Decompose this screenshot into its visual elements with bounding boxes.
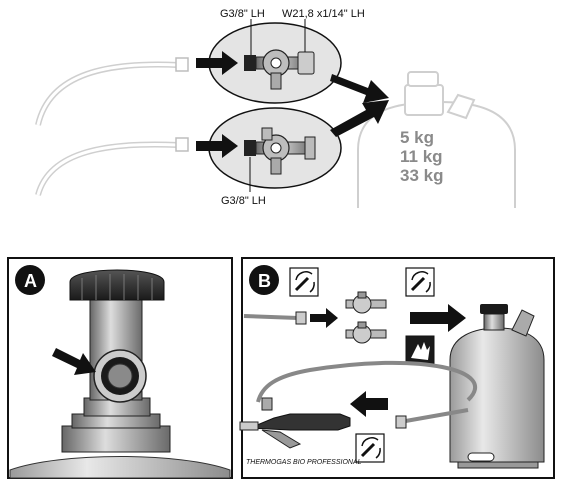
tighten-icon	[289, 267, 319, 297]
panel-a-cylinder-top	[9, 456, 231, 479]
panel-b-letter: B	[258, 271, 271, 291]
panel-a-arrow	[52, 348, 96, 375]
top-diagram: G3/8" LH W21,8 x1/14" LH G3/8" LH 5 kg 1…	[35, 8, 516, 208]
panel-b-hose-in	[243, 314, 299, 320]
arrow-into-upper	[196, 51, 238, 75]
panel-b-hose-out	[256, 360, 477, 403]
panel-b-arrow-3	[350, 391, 388, 417]
regulator-lower	[244, 127, 316, 175]
tighten-icon-2	[405, 267, 435, 297]
thread-label-top-right: W21,8 x1/14" LH	[282, 8, 365, 20]
arrow-to-cylinder-upper	[330, 74, 389, 103]
hose-upper-inner	[36, 63, 179, 126]
panel-a-collar	[61, 425, 171, 453]
panel-b-regulator-upper	[345, 291, 387, 314]
ghost-valve-body	[404, 84, 444, 116]
arrow-into-lower	[196, 134, 238, 158]
panel-a: A	[7, 257, 233, 479]
torch-brand: THERMOGAS BIO PROFESSIONAL	[246, 459, 362, 466]
panel-b-arrow-1	[310, 308, 338, 328]
weight-33kg: 33 kg	[400, 166, 443, 185]
ghost-valve-knob	[407, 71, 439, 87]
panel-b-cylinder	[449, 327, 545, 463]
panel-a-badge	[15, 265, 45, 295]
hose-upper	[35, 61, 179, 126]
thread-label-top-left: G3/8" LH	[220, 8, 265, 20]
weight-11kg: 11 kg	[400, 147, 443, 166]
torch	[239, 397, 351, 449]
panel-b: B	[239, 257, 555, 479]
panel-a-knob	[69, 269, 165, 301]
regulator-upper	[244, 49, 315, 90]
panel-b-cylinder-handle	[467, 452, 495, 462]
panel-b-regulator-lower	[345, 321, 387, 344]
panel-a-letter: A	[24, 271, 37, 291]
panel-b-badge	[249, 265, 279, 295]
thread-label-bottom: G3/8" LH	[221, 195, 266, 207]
panel-b-cylinder-collar	[511, 309, 535, 337]
ghost-collar	[446, 93, 476, 120]
panel-b-arrow-2	[410, 304, 466, 332]
hand-tighten-icon	[405, 335, 435, 365]
panel-a-outlet-bore	[107, 363, 133, 389]
hose-lower	[35, 141, 179, 196]
hose-nut-lower	[175, 137, 189, 152]
hose-nut-upper	[175, 57, 189, 72]
arrow-to-cylinder-lower	[330, 100, 389, 137]
weight-5kg: 5 kg	[400, 128, 434, 147]
hose-lower-inner	[36, 142, 179, 196]
tighten-icon-3	[355, 433, 385, 463]
